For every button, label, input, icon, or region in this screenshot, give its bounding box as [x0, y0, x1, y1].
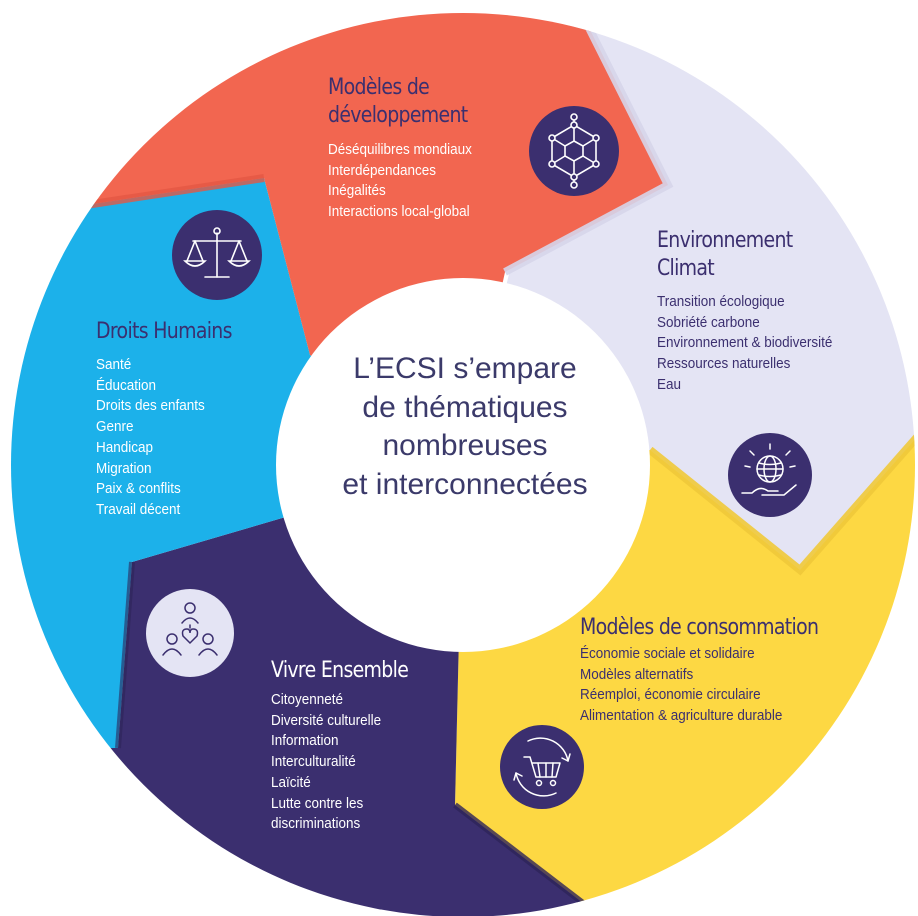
list-item: Information — [271, 733, 339, 750]
list-item: Inégalités — [328, 183, 386, 200]
section-title: Environnement — [657, 228, 793, 253]
droits-humains-segment — [11, 178, 463, 748]
people-heart-icon — [146, 589, 234, 677]
section-vivre-ensemble: Vivre Ensemble Citoyenneté Diversité cul… — [271, 657, 430, 835]
list-item: Environnement & biodiversité — [657, 335, 833, 352]
shopping-cart-cycle-icon — [500, 725, 584, 809]
section-title: Modèles de consommation — [580, 615, 819, 640]
section-droits-humains: Droits Humains Santé Éducation Droits de… — [96, 318, 254, 521]
list-item: Diversité culturelle — [271, 712, 382, 729]
list-item: Citoyenneté — [271, 692, 343, 708]
globe-in-hand-icon — [728, 433, 812, 517]
list-item: Travail décent — [96, 501, 181, 518]
list-item: Droits des enfants — [96, 398, 205, 415]
section-environnement: Environnement Climat Transition écologiq… — [657, 227, 846, 396]
center-disk — [276, 278, 650, 652]
list-item: Genre — [96, 419, 134, 436]
list-item: discriminations — [271, 816, 361, 833]
center-line: L’ECSI s’empare — [353, 352, 577, 385]
section-title: développement — [328, 103, 468, 128]
list-item: Transition écologique — [657, 294, 785, 310]
list-item: Éducation — [96, 377, 156, 394]
list-item: Déséquilibres mondiaux — [328, 142, 472, 158]
list-item: Économie sociale et solidaire — [580, 646, 755, 662]
center-line: de thématiques — [362, 390, 568, 424]
balance-scale-icon — [172, 210, 262, 300]
list-item: Paix & conflits — [96, 481, 181, 498]
list-item: Modèles alternatifs — [580, 666, 694, 683]
center-heading: L’ECSI s’empare de thématiques nombreuse… — [300, 350, 630, 550]
list-item: Interculturalité — [271, 754, 356, 771]
section-developpement: Modèles de développement Déséquilibres m… — [328, 74, 490, 223]
section-title: Vivre Ensemble — [271, 658, 409, 683]
list-item: Alimentation & agriculture durable — [580, 708, 783, 725]
section-consommation: Modèles de consommation Économie sociale… — [580, 614, 857, 727]
list-item: Réemploi, économie circulaire — [580, 687, 761, 704]
list-item: Santé — [96, 357, 132, 373]
list-item: Interdépendances — [328, 162, 436, 179]
list-item: Migration — [96, 460, 152, 477]
list-item: Eau — [657, 376, 682, 393]
section-title: Droits Humains — [96, 319, 232, 344]
list-item: Interactions local-global — [328, 204, 470, 221]
section-title: Climat — [657, 256, 715, 281]
list-item: Ressources naturelles — [657, 356, 791, 373]
network-nodes-icon — [529, 106, 619, 196]
list-item: Laïcité — [271, 774, 311, 791]
center-line: nombreuses — [382, 429, 548, 462]
list-item: Lutte contre les — [271, 795, 364, 812]
section-title: Modèles de — [328, 75, 430, 100]
list-item: Handicap — [96, 439, 153, 456]
center-line: et interconnectées — [342, 467, 588, 501]
list-item: Sobriété carbone — [657, 314, 760, 331]
